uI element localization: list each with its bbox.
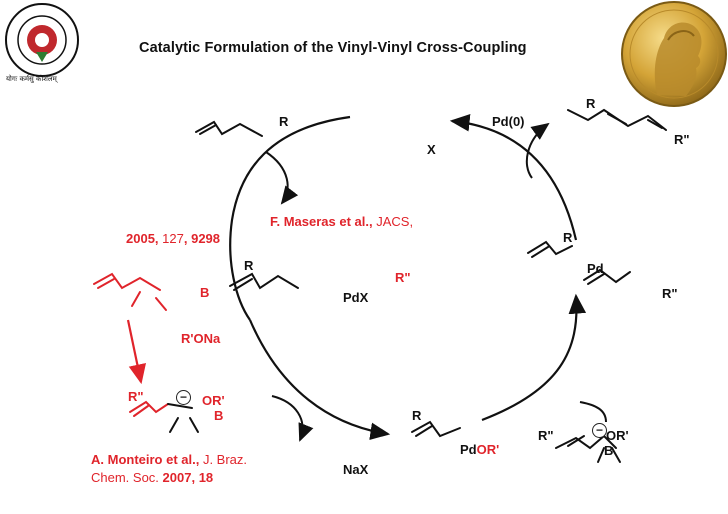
label-base: R'ONa: [181, 331, 221, 346]
label-nax: NaX: [343, 462, 369, 477]
logo-motto: योगः कर्मसु कौशलम्: [6, 74, 58, 83]
boronate-skeleton-right: [555, 434, 617, 450]
label-r-right: R: [563, 230, 573, 245]
vinyl-boronic-skeleton: [93, 272, 161, 291]
nobel-medal-image: [621, 1, 727, 107]
arrow-product-out: [525, 122, 550, 179]
label-b-boronic: B: [200, 285, 210, 300]
cycle-arc-transmetalation: [481, 293, 587, 422]
label-r-bottom: R: [412, 408, 422, 423]
citation-monteiro-line1: A. Monteiro et al., J. Braz.: [91, 452, 248, 467]
diorganopalladium-skeleton-upper: [527, 240, 573, 256]
minus-charge-icon-right: −: [592, 423, 607, 438]
label-r-pd-intermediate: R: [244, 258, 254, 273]
citation-monteiro-line2: Chem. Soc. 2007, 18: [91, 470, 214, 485]
label-r2-right: R": [662, 286, 678, 301]
pd-alkoxide-skeleton: [411, 420, 461, 438]
cycle-arc-reductive-elimination: [449, 114, 578, 241]
label-pd-right: Pd: [587, 261, 604, 276]
label-b-boronate: B: [604, 443, 614, 458]
arrow-boronate-in: [579, 401, 607, 423]
cycle-arc-ligand-exchange: [248, 319, 391, 440]
label-or-ate: OR': [202, 393, 225, 408]
label-r2-center: R": [395, 270, 411, 285]
label-r2-boronate: R": [538, 428, 554, 443]
citation-maseras-line1: F. Maseras et al., JACS,: [270, 214, 414, 229]
label-pdx: PdX: [343, 290, 369, 305]
vinylpalladium-skeleton: [229, 272, 299, 290]
label-r-top-left: R: [279, 114, 289, 129]
label-r-product: R: [586, 96, 596, 111]
label-r2-ate: R": [128, 389, 144, 404]
vinyl-halide-skeleton: [195, 120, 263, 137]
label-pdor: PdOR': [460, 442, 500, 457]
diorganopalladium-skeleton-lower: [583, 268, 631, 284]
label-b-ate: B: [214, 408, 224, 423]
red-activation-arrow: [126, 319, 147, 385]
cycle-arc-oxidative-addition: [229, 115, 351, 321]
arrow-nax-out: [271, 395, 314, 442]
arrow-substrate-in: [265, 151, 299, 205]
label-x: X: [427, 142, 436, 157]
page-title: Catalytic Formulation of the Vinyl-Vinyl…: [139, 40, 527, 56]
minus-charge-icon: −: [176, 390, 191, 405]
label-or-boronate: OR': [606, 428, 629, 443]
ate-complex-skeleton: [129, 400, 169, 414]
label-r2-product: R": [674, 132, 690, 147]
citation-maseras-line2: 2005, 127, 9298: [126, 231, 221, 246]
university-seal-logo: योगः कर्मसु कौशलम्: [5, 3, 79, 83]
label-pd0-catalyst: Pd(0): [492, 114, 525, 129]
